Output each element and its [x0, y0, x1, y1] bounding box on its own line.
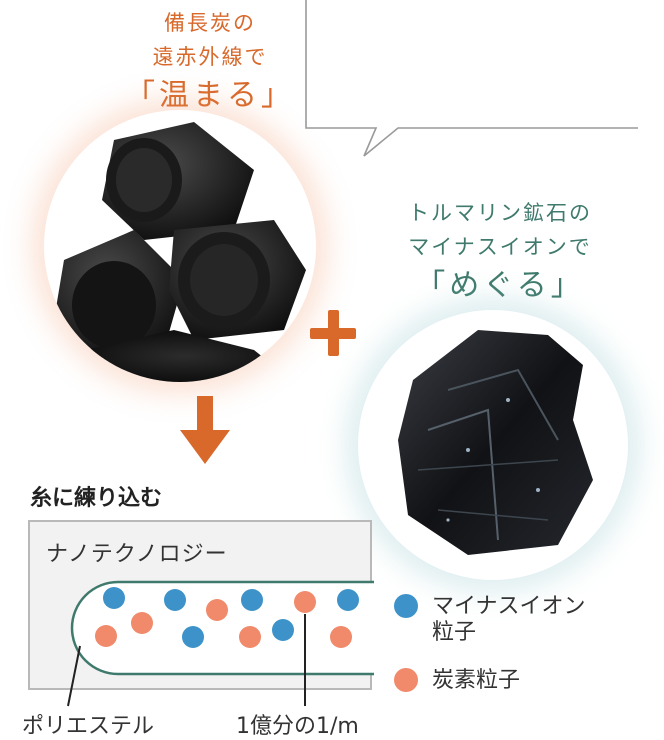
charcoal-caption: 備長炭の 遠赤外線で 「温まる」	[60, 6, 360, 118]
tourmaline-caption: トルマリン鉱石の マイナスイオンで 「めぐる」	[360, 196, 640, 308]
speech-bubble	[305, 0, 638, 157]
polyester-pointer	[67, 645, 81, 707]
carbon-particle	[330, 626, 352, 648]
plus-icon	[310, 310, 356, 356]
fiber-diagram	[67, 580, 374, 707]
carbon-particle	[239, 626, 261, 648]
ion-particle	[182, 626, 204, 648]
ion-particle	[164, 589, 186, 611]
carbon-particle	[95, 625, 117, 647]
carbon-particle	[131, 612, 153, 634]
ion-legend-label-line1: マイナスイオン	[432, 594, 586, 619]
carbon-particle	[206, 599, 228, 621]
polyester-label: ポリエステル	[22, 714, 155, 739]
ion-particle	[337, 589, 359, 611]
ion-legend-dot	[394, 594, 418, 618]
legend-ion: マイナスイオン 粒子	[394, 594, 586, 646]
carbon-legend-dot	[394, 668, 418, 692]
ion-particle	[103, 587, 125, 609]
tourmaline-caption-line1: トルマリン鉱石の	[408, 201, 592, 225]
tourmaline-caption-line2: マイナスイオンで	[408, 235, 592, 259]
charcoal-caption-line3: 「温まる」	[125, 78, 295, 113]
charcoal-caption-line2: 遠赤外線で	[152, 45, 268, 69]
charcoal-caption-line1: 備長炭の	[164, 11, 256, 35]
nanotech-title: ナノテクノロジー	[46, 542, 228, 567]
charcoal-image	[44, 110, 316, 382]
tourmaline-caption-line3: 「めぐる」	[415, 268, 585, 303]
carbon-particles	[95, 591, 352, 648]
ion-particle	[272, 619, 294, 641]
ion-particle	[241, 589, 263, 611]
tourmaline-image	[358, 310, 628, 580]
scale-label: 1億分の1/m	[236, 714, 359, 739]
ion-legend-label-line2: 粒子	[432, 620, 477, 645]
knead-title: 糸に練り込む	[30, 486, 163, 511]
carbon-legend-label: 炭素粒子	[432, 668, 521, 693]
carbon-particle	[294, 591, 316, 613]
legend-carbon: 炭素粒子	[394, 668, 520, 694]
down-arrow-icon	[180, 396, 230, 464]
ion-particles	[103, 587, 359, 648]
